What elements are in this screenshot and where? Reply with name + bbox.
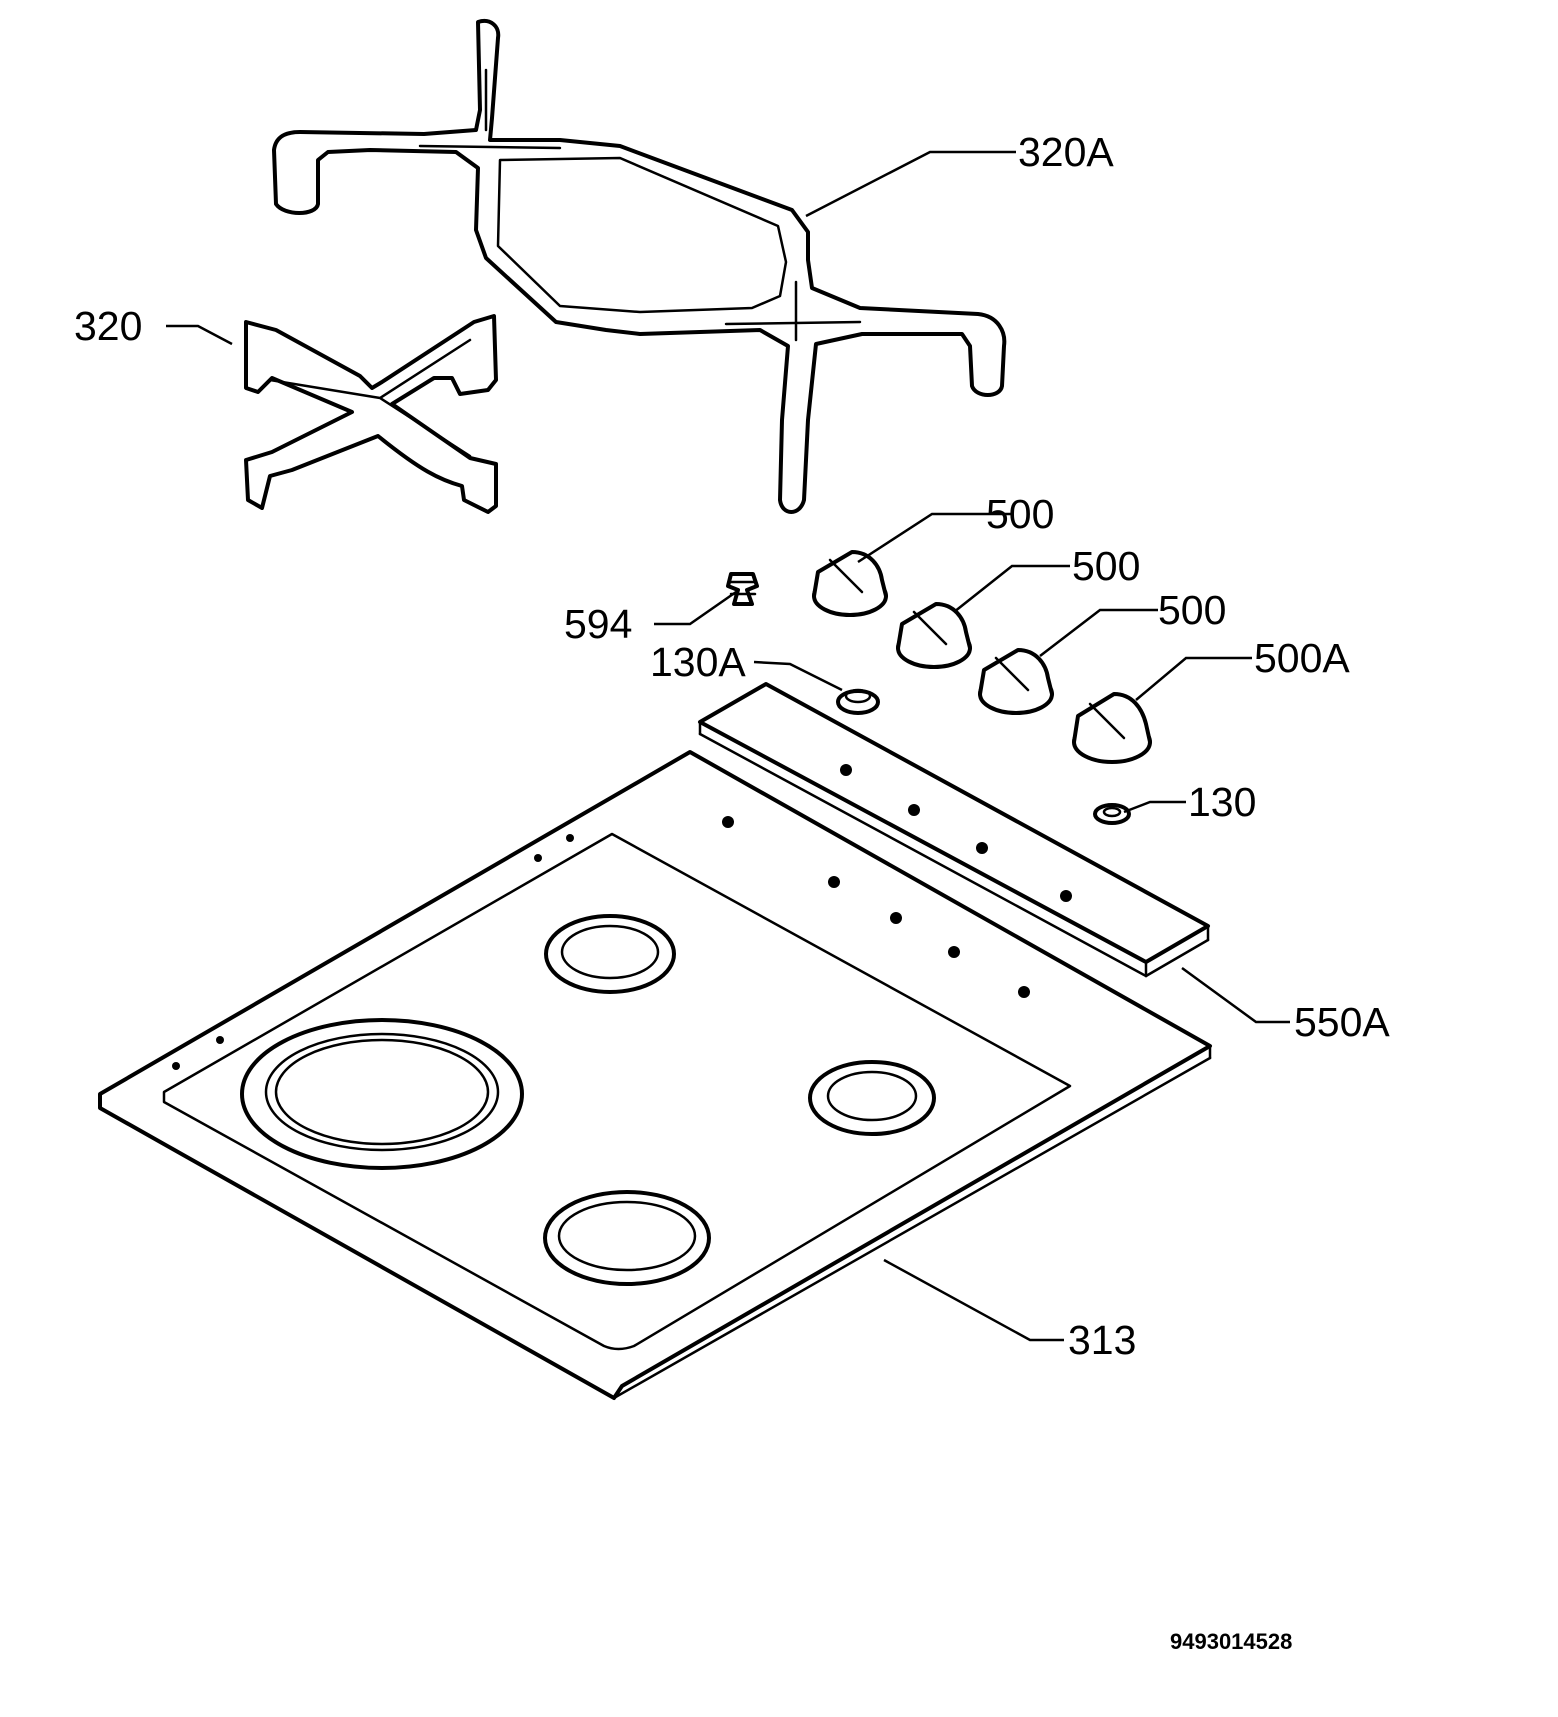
control-knob-3 <box>978 648 1054 715</box>
gas-injector <box>726 572 759 606</box>
control-knob-1 <box>812 550 888 617</box>
spacer-washer <box>1093 803 1131 825</box>
callout-500-knob-3: 500 <box>1158 587 1226 633</box>
callout-500-knob-1: 500 <box>986 491 1054 537</box>
leader-lines <box>166 150 1290 1342</box>
callout-320: 320 <box>74 303 142 349</box>
callout-130: 130 <box>1188 779 1256 825</box>
callout-320A: 320A <box>1018 129 1114 175</box>
control-knob-4 <box>1072 692 1152 764</box>
control-panel-strip <box>698 682 1210 978</box>
callout-500-knob-2: 500 <box>1072 543 1140 589</box>
spacer-washer-a <box>836 688 880 715</box>
document-number: 9493014528 <box>1170 1629 1292 1654</box>
control-knob-2 <box>896 602 972 669</box>
hob-top-plate <box>98 750 1212 1400</box>
callout-550A: 550A <box>1294 999 1390 1045</box>
callout-500A-knob-4: 500A <box>1254 635 1350 681</box>
callout-130A: 130A <box>650 639 746 685</box>
callout-labels: 320A 320 500 500 500 500A 594 130A 130 5… <box>74 129 1390 1654</box>
callout-594: 594 <box>564 601 632 647</box>
callout-313: 313 <box>1068 1317 1136 1363</box>
small-pan-support-grid <box>244 314 498 514</box>
large-pan-support-grid <box>272 19 1007 514</box>
